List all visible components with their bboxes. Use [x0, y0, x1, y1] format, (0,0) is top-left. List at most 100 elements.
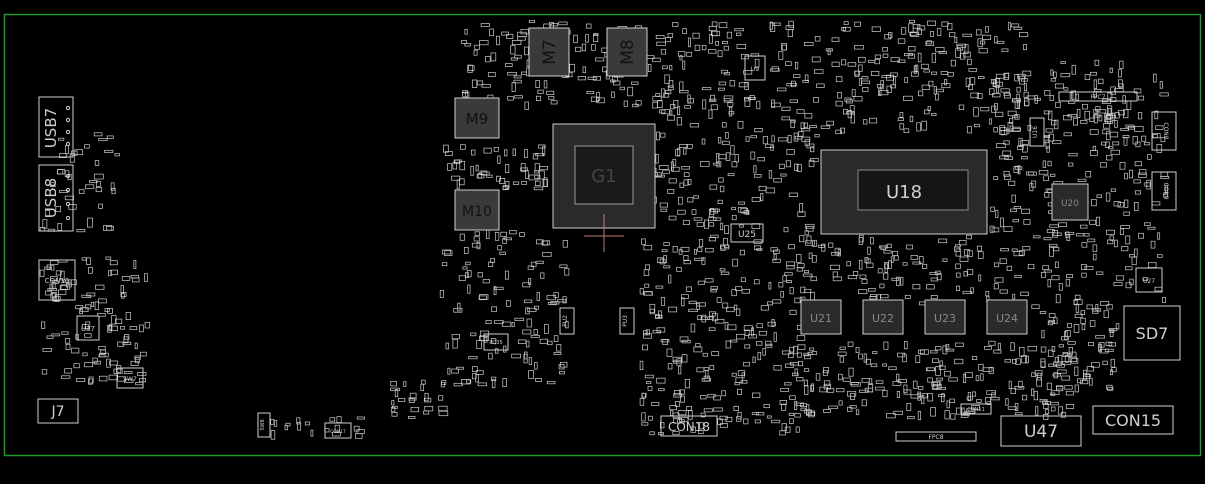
passive-component — [1027, 124, 1032, 131]
passive-component — [1143, 142, 1150, 146]
passive-component — [686, 51, 692, 57]
passive-component — [767, 301, 773, 306]
passive-component — [772, 299, 782, 304]
passive-component — [740, 277, 746, 283]
passive-component — [1051, 346, 1056, 352]
passive-component — [927, 377, 933, 383]
passive-component — [42, 219, 48, 229]
passive-component — [1052, 230, 1058, 238]
passive-component — [667, 114, 675, 121]
passive-component — [1024, 100, 1030, 106]
passive-component — [497, 155, 501, 164]
passive-component — [1108, 342, 1116, 347]
passive-component — [1160, 137, 1166, 143]
passive-component — [1129, 254, 1135, 258]
passive-component — [890, 57, 900, 62]
passive-component — [745, 209, 750, 215]
passive-component — [491, 338, 497, 344]
passive-component — [1065, 279, 1071, 287]
passive-component — [751, 412, 759, 415]
passive-component — [1083, 233, 1090, 237]
passive-component — [1123, 211, 1130, 216]
passive-component — [970, 92, 979, 99]
passive-component — [955, 248, 962, 257]
passive-component — [1013, 165, 1020, 173]
passive-component — [1084, 74, 1091, 80]
passive-component — [111, 315, 117, 325]
passive-component — [709, 365, 715, 370]
passive-component — [558, 364, 565, 370]
passive-component — [660, 132, 666, 138]
passive-component — [804, 139, 810, 147]
passive-component — [522, 329, 532, 335]
passive-component — [468, 356, 478, 360]
passive-component — [103, 225, 113, 231]
passive-component — [1057, 369, 1067, 374]
passive-component — [122, 341, 132, 346]
passive-component — [459, 233, 465, 241]
passive-component — [945, 344, 950, 350]
passive-component — [480, 23, 490, 27]
passive-component — [717, 50, 723, 58]
passive-component — [1011, 128, 1021, 132]
passive-component — [841, 27, 846, 31]
passive-component — [784, 382, 792, 386]
passive-component — [682, 60, 686, 70]
passive-component — [1107, 92, 1113, 100]
passive-component — [451, 175, 461, 181]
passive-component — [652, 57, 661, 63]
passive-component — [787, 29, 793, 37]
passive-component — [945, 348, 955, 352]
passive-component — [796, 335, 806, 341]
passive-component — [92, 357, 98, 364]
passive-component — [540, 272, 545, 279]
passive-component — [1036, 377, 1042, 387]
passive-component — [999, 258, 1007, 264]
passive-component — [1160, 175, 1170, 179]
passive-component — [770, 247, 778, 252]
passive-component — [813, 97, 819, 103]
passive-component — [547, 340, 553, 346]
passive-component — [741, 288, 750, 294]
passive-component — [1052, 373, 1061, 377]
passive-component — [1107, 386, 1114, 391]
passive-component — [695, 343, 701, 348]
passive-component — [723, 95, 734, 102]
passive-component — [1112, 141, 1120, 146]
passive-component — [61, 375, 71, 379]
passive-component — [669, 405, 677, 411]
passive-component — [758, 330, 767, 336]
passive-component — [793, 346, 798, 355]
passive-component — [736, 416, 742, 422]
passive-component — [994, 262, 1000, 268]
passive-component — [42, 348, 53, 352]
passive-component — [808, 252, 813, 259]
passive-component — [941, 393, 945, 403]
passive-component — [687, 98, 694, 104]
passive-component — [780, 173, 787, 177]
passive-component — [779, 400, 787, 405]
passive-component — [471, 373, 477, 380]
passive-component — [803, 354, 812, 360]
passive-component — [82, 352, 88, 357]
passive-component — [762, 348, 766, 356]
passive-component — [810, 292, 815, 301]
passive-component — [760, 305, 769, 311]
passive-component — [1042, 265, 1050, 271]
passive-component — [65, 282, 72, 288]
passive-component — [789, 287, 794, 295]
passive-component — [993, 349, 1002, 354]
passive-component — [718, 137, 722, 144]
passive-component — [753, 165, 757, 174]
passive-component — [49, 182, 56, 188]
passive-component — [719, 222, 724, 231]
passive-component — [95, 284, 105, 290]
passive-component — [85, 304, 92, 310]
passive-component — [687, 179, 692, 185]
passive-component — [1138, 95, 1145, 101]
passive-component — [862, 119, 868, 125]
passive-component — [1012, 218, 1019, 223]
passive-component — [809, 146, 815, 153]
passive-component — [679, 89, 689, 94]
passive-component — [719, 185, 725, 193]
